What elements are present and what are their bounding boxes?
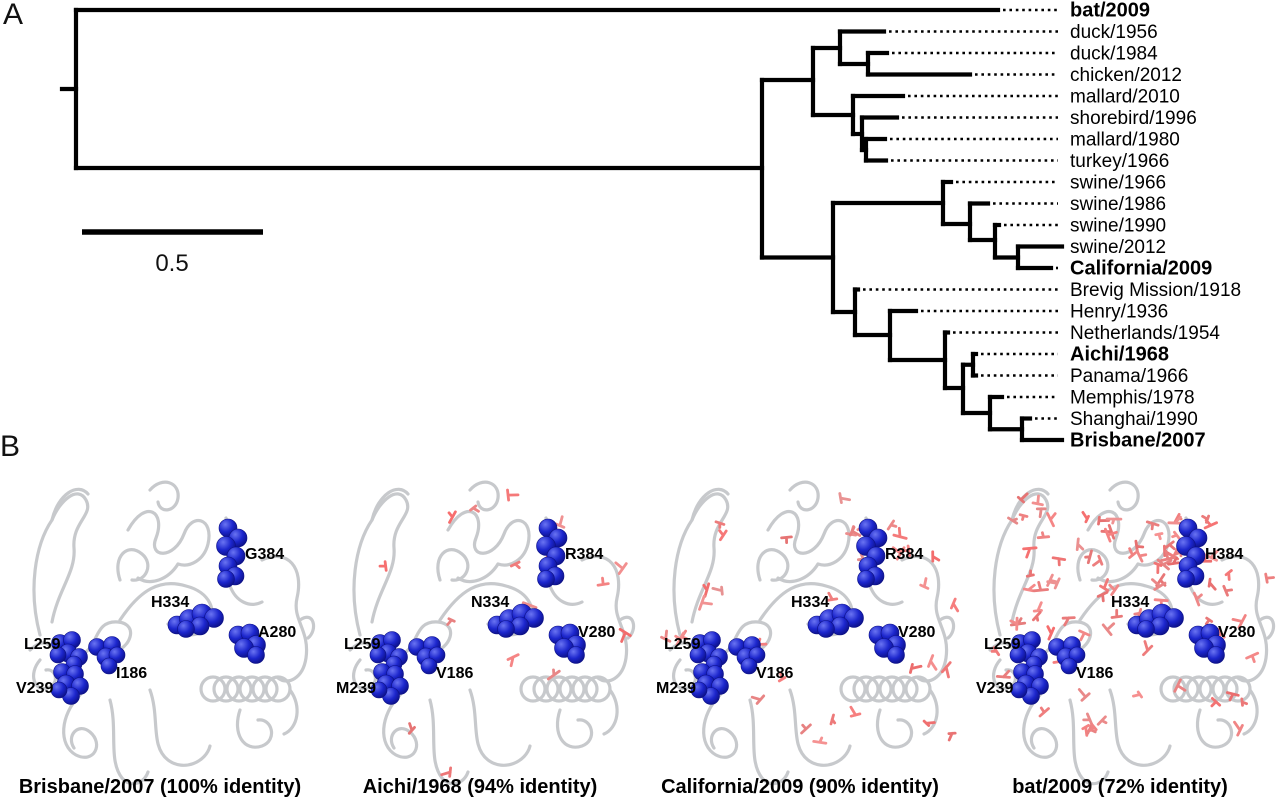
residue-label: V239 [16, 680, 53, 697]
residue-cluster [167, 603, 224, 638]
ribbon-backbone [28, 480, 316, 786]
taxon-label: chicken/2012 [1070, 65, 1182, 86]
panel-b-label: B [0, 430, 21, 463]
residue-label: V186 [1076, 665, 1113, 682]
residue-label: H334 [151, 594, 189, 611]
panel-a-label: A [3, 0, 24, 31]
taxon-label: California/2009 [1070, 258, 1212, 280]
residue-cluster [369, 631, 408, 673]
tree-dotted-leaders [863, 8, 1058, 420]
taxon-label: Henry/1936 [1070, 302, 1168, 323]
taxon-label: Panama/1966 [1070, 366, 1188, 387]
taxon-label: turkey/1966 [1070, 151, 1169, 172]
taxon-label: shorebird/1996 [1070, 108, 1197, 129]
variant-sidechain-sticks [660, 492, 960, 745]
residue-cluster [1048, 636, 1086, 675]
residue-cluster [49, 631, 88, 673]
residue-cluster [50, 663, 89, 705]
taxon-label: Brisbane/2007 [1070, 430, 1206, 452]
residue-cluster [868, 623, 906, 664]
residue-cluster [216, 518, 248, 588]
residue-label: H334 [791, 594, 829, 611]
taxon-labels: bat/2009duck/1956duck/1984chicken/2012ma… [1070, 0, 1241, 452]
residue-label: M239 [656, 680, 696, 697]
residue-label: R384 [565, 546, 603, 563]
residue-label: V239 [976, 680, 1013, 697]
residue-cluster [1188, 623, 1226, 664]
taxon-label: swine/1966 [1070, 173, 1166, 194]
taxon-label: swine/1990 [1070, 216, 1166, 237]
residue-label: L259 [24, 636, 61, 653]
residue-label: V280 [578, 624, 615, 641]
residue-cluster [228, 623, 266, 664]
structure-caption: Aichi/1968 (94% identity) [363, 776, 598, 798]
residue-cluster [88, 636, 126, 675]
taxon-label: Netherlands/1954 [1070, 323, 1220, 344]
taxon-label: Aichi/1968 [1070, 344, 1169, 366]
residue-cluster [370, 663, 409, 705]
residue-label: I186 [116, 665, 147, 682]
taxon-label: duck/1956 [1070, 22, 1158, 43]
residue-cluster [690, 663, 729, 705]
residue-cluster [1127, 603, 1184, 638]
taxon-label: Memphis/1978 [1070, 388, 1195, 409]
taxon-label: Shanghai/1990 [1070, 409, 1198, 430]
structure-caption: Brisbane/2007 (100% identity) [19, 776, 301, 798]
residue-cluster [536, 518, 568, 588]
protein-structure-svg: R384H334V280L259V186M239California/2009 … [656, 480, 960, 798]
residue-label: M239 [336, 680, 376, 697]
residue-cluster [548, 623, 586, 664]
taxon-label: swine/2012 [1070, 237, 1166, 258]
taxon-label: mallard/1980 [1070, 130, 1180, 151]
residue-label: L259 [664, 636, 701, 653]
residue-label: V280 [1218, 624, 1255, 641]
taxon-label: bat/2009 [1070, 0, 1150, 22]
taxon-label: mallard/2010 [1070, 87, 1180, 108]
residue-label: V186 [436, 665, 473, 682]
residue-cluster [728, 636, 766, 675]
residue-label: G384 [245, 546, 284, 563]
residue-cluster [1010, 663, 1049, 705]
scale-bar-label: 0.5 [155, 250, 188, 277]
residue-cluster [807, 603, 864, 638]
residue-label: H334 [1111, 594, 1149, 611]
structure-caption: California/2009 (90% identity) [661, 776, 939, 798]
taxon-label: duck/1984 [1070, 44, 1158, 65]
residue-label: L259 [344, 636, 381, 653]
taxon-label: swine/1986 [1070, 194, 1166, 215]
residue-label: A280 [258, 624, 296, 641]
residue-label: V280 [898, 624, 935, 641]
structure-caption: bat/2009 (72% identity) [1012, 776, 1228, 798]
ribbon-backbone [348, 480, 636, 786]
residue-label: H384 [1205, 546, 1243, 563]
residue-label: V186 [756, 665, 793, 682]
taxon-label: Brevig Mission/1918 [1070, 280, 1241, 301]
residue-cluster [487, 603, 544, 638]
residue-cluster [856, 518, 888, 588]
residue-label: N334 [471, 594, 509, 611]
residue-label: R384 [885, 546, 923, 563]
residue-label: L259 [984, 636, 1021, 653]
phylogenetic-tree-svg: bat/2009duck/1956duck/1984chicken/2012ma… [59, 0, 1241, 452]
tree-branches [59, 7, 1065, 443]
residue-cluster [408, 636, 446, 675]
residue-cluster [1176, 518, 1208, 588]
